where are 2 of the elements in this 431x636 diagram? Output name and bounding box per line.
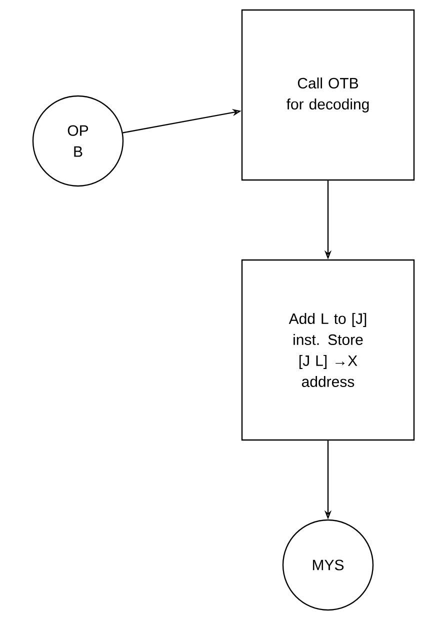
process-box: Call OTB for decoding <box>241 9 415 181</box>
process-box: Add L to [J] inst. Store [J L] →X address <box>241 259 415 441</box>
